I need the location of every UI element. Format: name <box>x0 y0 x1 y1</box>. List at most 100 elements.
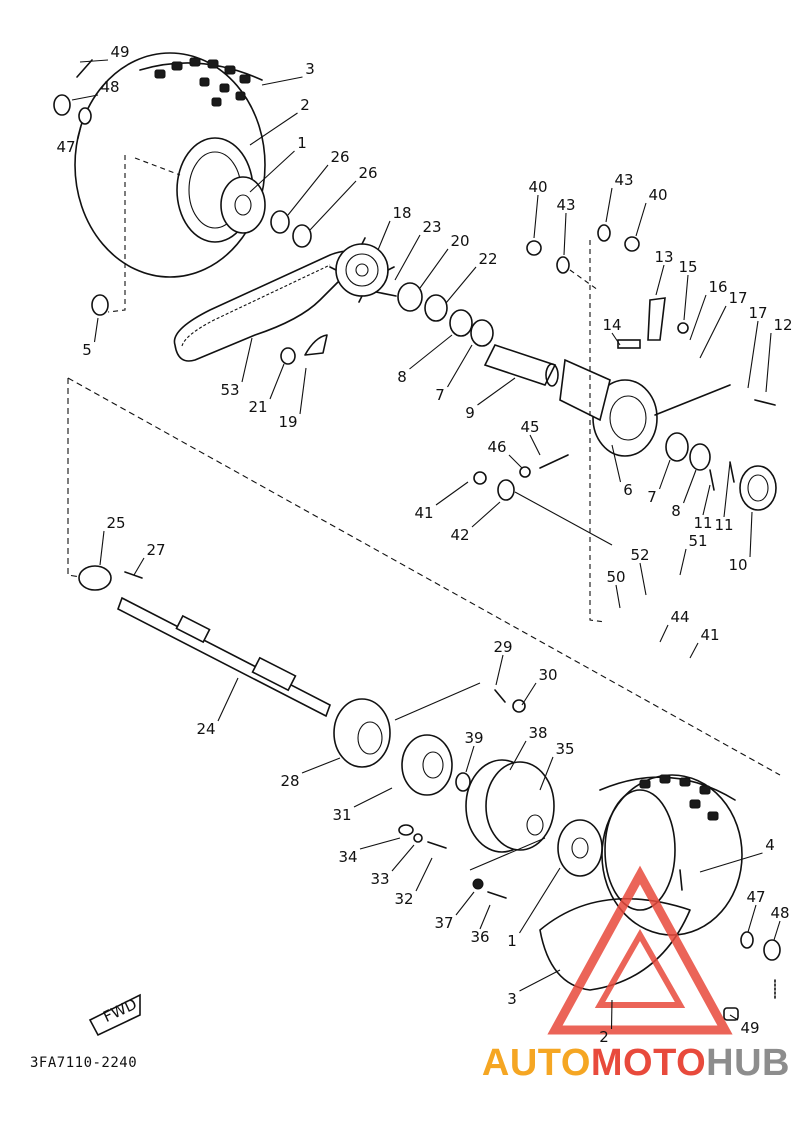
leader-c38 <box>509 740 527 771</box>
leader-c43a <box>605 187 613 223</box>
callout-c4: 4 <box>765 836 775 854</box>
brake-arm-parts <box>526 224 776 623</box>
callout-leaders <box>71 59 781 1030</box>
leader-c20 <box>419 248 449 289</box>
callout-c2a: 2 <box>300 96 310 114</box>
leader-c4 <box>699 852 763 873</box>
callout-c1a: 1 <box>297 134 307 152</box>
leader-c48a <box>71 94 99 101</box>
callout-c26a: 26 <box>330 148 349 166</box>
leader-c34 <box>359 837 401 850</box>
leader-c24 <box>217 677 239 722</box>
leader-c45 <box>529 434 541 456</box>
callout-c20: 20 <box>450 232 469 250</box>
leader-c25 <box>99 530 105 566</box>
leader-c43b <box>563 212 567 256</box>
callout-c19: 19 <box>278 413 297 431</box>
callout-c51: 51 <box>688 532 707 550</box>
callout-c45: 45 <box>520 418 539 436</box>
callout-c15: 15 <box>678 258 697 276</box>
callout-c35: 35 <box>555 740 574 758</box>
leader-c10 <box>749 511 753 558</box>
callout-c17a: 17 <box>728 289 747 307</box>
axle-sleeve-9 <box>483 344 559 387</box>
leader-c32 <box>415 857 433 892</box>
callout-c27: 27 <box>146 541 165 559</box>
callout-c31: 31 <box>332 806 351 824</box>
leader-c37 <box>455 891 475 916</box>
watermark-moto: MOTO <box>590 1042 707 1084</box>
callout-c25: 25 <box>106 514 125 532</box>
callout-c28: 28 <box>280 772 299 790</box>
callout-c3a: 3 <box>305 60 315 78</box>
callout-c5: 5 <box>82 341 92 359</box>
leader-c1a <box>249 150 295 193</box>
callout-c30: 30 <box>538 666 557 684</box>
leader-c41a <box>435 481 469 506</box>
leader-c17a <box>699 305 727 359</box>
leader-c11a <box>702 484 711 516</box>
watermark-logo-triangle <box>547 865 733 1035</box>
callout-c18: 18 <box>392 204 411 222</box>
leader-c40a <box>533 194 539 239</box>
leader-c1b <box>519 867 561 934</box>
fwd-arrow <box>88 993 141 1037</box>
callout-c8a: 8 <box>397 368 407 386</box>
callout-c41a: 41 <box>414 504 433 522</box>
callout-c22: 22 <box>478 250 497 268</box>
leader-c3a <box>261 76 303 86</box>
callout-c9: 9 <box>465 404 475 422</box>
callout-c17b: 17 <box>748 304 767 322</box>
diagram-code: 3FA7110-2240 <box>30 1055 138 1071</box>
callout-c43a: 43 <box>614 171 633 189</box>
callout-c6: 6 <box>623 481 633 499</box>
callout-c38: 38 <box>528 724 547 742</box>
leader-c17b <box>747 320 759 389</box>
leader-c52 <box>639 562 647 596</box>
callout-c42: 42 <box>450 526 469 544</box>
callout-c3b: 3 <box>507 990 517 1008</box>
leader-c19 <box>299 367 307 415</box>
leader-c26b <box>309 180 357 231</box>
leader-c41b <box>689 642 699 659</box>
leader-c50 <box>615 584 621 609</box>
callout-c53: 53 <box>220 381 239 399</box>
dashed-leaders-left <box>107 155 181 313</box>
callout-c13: 13 <box>654 248 673 266</box>
leader-c46 <box>508 454 523 469</box>
callout-c12: 12 <box>773 316 792 334</box>
callout-c7a: 7 <box>435 386 445 404</box>
leader-c49b <box>729 1014 739 1021</box>
upper-tire-washers <box>53 59 312 316</box>
leader-c8b <box>682 469 697 504</box>
leader-c11b <box>723 461 731 518</box>
leader-c36 <box>479 904 491 930</box>
callout-c16: 16 <box>708 278 727 296</box>
leader-c49a <box>79 59 109 63</box>
rear-axle-24 <box>78 565 331 718</box>
callout-c11b: 11 <box>714 516 733 534</box>
callout-c32: 32 <box>394 890 413 908</box>
leader-c21 <box>269 363 285 400</box>
leader-c42 <box>471 501 501 528</box>
callout-c7b: 7 <box>647 488 657 506</box>
leader-c35 <box>539 756 554 791</box>
callout-c37: 37 <box>434 914 453 932</box>
callout-c41b: 41 <box>700 626 719 644</box>
callout-c36: 36 <box>470 928 489 946</box>
leader-c14 <box>611 332 621 346</box>
watermark-hub: HUB <box>706 1042 790 1084</box>
brake-drum-35 <box>465 759 555 853</box>
callout-c24: 24 <box>196 720 215 738</box>
callout-c49b: 49 <box>740 1019 759 1037</box>
callout-c8b: 8 <box>671 502 681 520</box>
callout-c50: 50 <box>606 568 625 586</box>
callout-c14: 14 <box>602 316 621 334</box>
callout-c29: 29 <box>493 638 512 656</box>
callout-c11a: 11 <box>693 514 712 532</box>
callout-c40b: 40 <box>648 186 667 204</box>
callout-c33: 33 <box>370 870 389 888</box>
chain-and-sprocket <box>173 237 395 362</box>
